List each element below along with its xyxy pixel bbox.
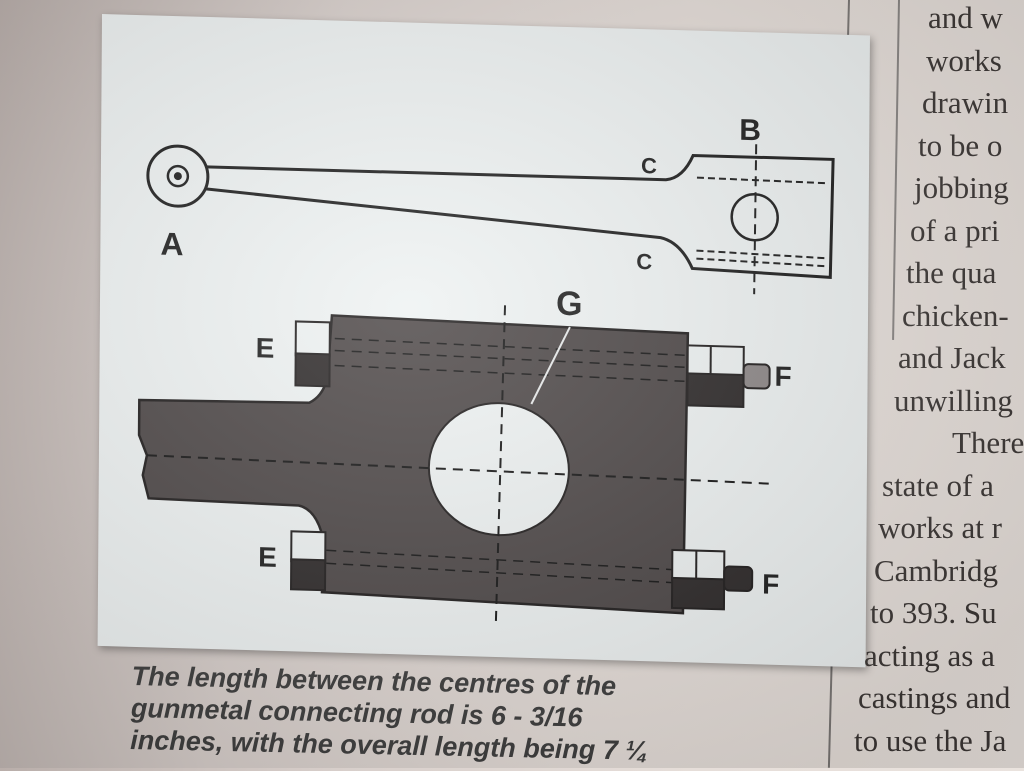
column-line: to be o — [918, 130, 1002, 161]
nut-e-bottom-upper — [291, 531, 325, 562]
column-line: jobbing — [914, 172, 1009, 203]
column-line: acting as a — [864, 640, 995, 671]
figure-caption: The length between the centres of the gu… — [130, 660, 832, 771]
label-e-bottom: E — [258, 543, 277, 572]
column-line: of a pri — [910, 215, 1000, 246]
column-line: works — [926, 45, 1002, 76]
rod-end-centre — [175, 174, 180, 179]
rod-hidden-line-bottom2 — [696, 259, 826, 267]
connecting-rod-side-view — [147, 127, 833, 296]
nut-e-top-lower — [295, 353, 329, 386]
nut-f-bottom-lower — [672, 578, 724, 609]
big-end-block — [138, 295, 770, 633]
column-line: to use the Ja — [854, 725, 1006, 756]
column-line: state of a — [882, 470, 994, 501]
label-c-bottom: C — [636, 251, 652, 273]
column-line: Cambridg — [874, 555, 998, 586]
column-line: works at r — [878, 512, 1002, 543]
column-line: and w — [928, 2, 1003, 33]
column-line: the qua — [906, 257, 996, 288]
label-e-top: E — [256, 334, 275, 363]
nut-e-bottom-lower — [291, 559, 325, 590]
label-c-top: C — [641, 155, 657, 177]
column-line: and Jack — [898, 342, 1006, 373]
column-line: chicken- — [902, 300, 1009, 331]
stud-end-f-top — [743, 364, 769, 389]
stud-end-f-bottom — [724, 566, 752, 591]
right-column-text: and w works drawin to be o jobbing of a pri th… — [852, 0, 1024, 768]
column-line: castings and — [858, 682, 1010, 713]
nut-f-bottom-upper — [672, 550, 724, 581]
nut-f-top-lower — [687, 373, 743, 407]
column-line: drawin — [922, 87, 1008, 118]
label-f-bottom: F — [762, 570, 779, 598]
nut-e-top-upper — [296, 321, 330, 356]
rod-hidden-line-bottom — [696, 251, 826, 259]
column-line: to 393. Su — [870, 597, 997, 628]
column-line: unwilling — [894, 385, 1013, 416]
rod-hidden-line-top — [697, 178, 829, 184]
label-a: A — [160, 228, 183, 261]
label-b: B — [739, 116, 761, 147]
figure-panel: A B C C G E E F F — [98, 14, 870, 667]
column-line: There — [952, 427, 1024, 458]
label-g: G — [556, 287, 583, 322]
nut-f-top-upper — [688, 345, 744, 377]
rod-body-outline — [205, 142, 833, 277]
connecting-rod-drawing — [98, 14, 870, 667]
label-f-top: F — [774, 363, 791, 391]
